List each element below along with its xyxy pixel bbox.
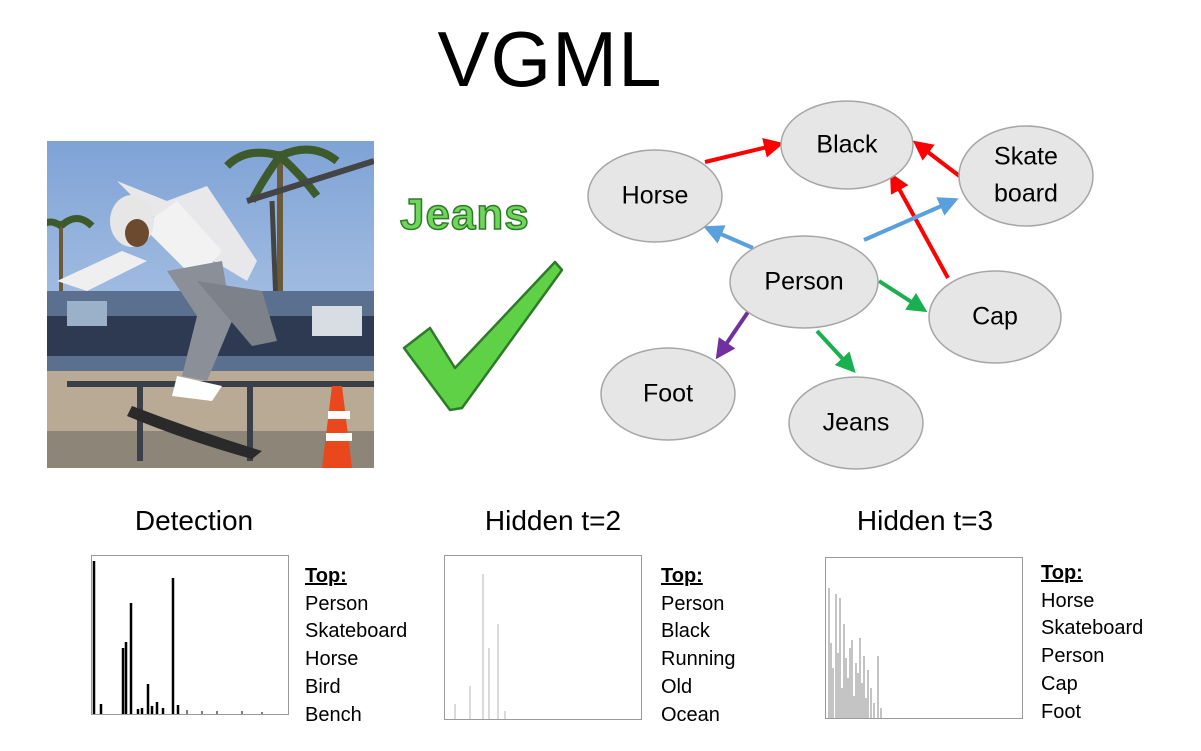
list-item: Running: [661, 648, 736, 671]
list-item: Ocean: [661, 703, 720, 726]
concept-graph: Black Horse Skate board Person Cap Foot …: [587, 100, 1094, 470]
list-item: Horse: [1041, 589, 1095, 612]
hidden-t2-top-list: Top: Person Black Running Old Ocean: [661, 563, 736, 729]
node-horse: Horse: [587, 149, 723, 243]
svg-text:Horse: Horse: [622, 182, 689, 210]
svg-text:Cap: Cap: [972, 303, 1018, 331]
hidden-t2-top-heading: Top:: [661, 565, 703, 587]
edge-person-horse: [703, 225, 754, 250]
list-item: Black: [661, 620, 710, 643]
edge-person-skateboard: [863, 197, 959, 242]
edge-skateboard-black: [912, 140, 964, 180]
list-item: Bench: [305, 703, 362, 726]
node-foot: Foot: [600, 347, 736, 441]
svg-text:Black: Black: [816, 131, 878, 159]
hidden-t3-top-heading: Top:: [1041, 562, 1083, 584]
detection-top-heading: Top:: [305, 565, 347, 587]
list-item: Person: [305, 592, 369, 615]
list-item: Person: [661, 592, 725, 615]
node-black: Black: [780, 100, 914, 190]
detection-top-list: Top: Person Skateboard Horse Bird Bench: [305, 563, 407, 729]
edge-person-cap: [877, 279, 928, 313]
list-item: Person: [1041, 645, 1105, 668]
detection-histogram: [91, 555, 289, 715]
svg-text:Skate: Skate: [994, 143, 1058, 171]
svg-text:Person: Person: [764, 268, 843, 296]
list-item: Skateboard: [1041, 617, 1144, 640]
detection-heading: Detection: [134, 505, 254, 536]
list-item: Horse: [305, 648, 359, 671]
list-item: Old: [661, 675, 693, 698]
node-skateboard: Skate board: [958, 125, 1094, 227]
node-jeans: Jeans: [788, 376, 924, 470]
skateboarder-photo: [47, 141, 374, 468]
list-item: Cap: [1041, 672, 1078, 695]
svg-text:board: board: [994, 180, 1058, 208]
hidden-t3-top-list: Top: Horse Skateboard Person Cap Foot: [1041, 560, 1143, 726]
slide-title: VGML: [437, 15, 663, 103]
edge-person-foot: [715, 310, 750, 360]
list-item: Skateboard: [305, 620, 408, 643]
edge-person-jeans: [815, 329, 856, 373]
checkmark-icon: [400, 258, 565, 418]
hidden-t3-histogram: [825, 557, 1023, 719]
edge-cap-black: [890, 172, 950, 279]
list-item: Bird: [305, 675, 341, 698]
svg-text:Jeans: Jeans: [823, 409, 890, 437]
svg-text:Foot: Foot: [643, 380, 693, 408]
edge-horse-black: [704, 138, 784, 164]
hidden-t2-histogram: [444, 555, 642, 720]
list-item: Foot: [1041, 700, 1082, 723]
hidden-t2-heading: Hidden t=2: [484, 505, 622, 536]
prediction-label: Jeans: [399, 189, 530, 240]
node-person: Person: [729, 235, 879, 329]
node-cap: Cap: [928, 270, 1062, 364]
hidden-t3-heading: Hidden t=3: [856, 505, 994, 536]
